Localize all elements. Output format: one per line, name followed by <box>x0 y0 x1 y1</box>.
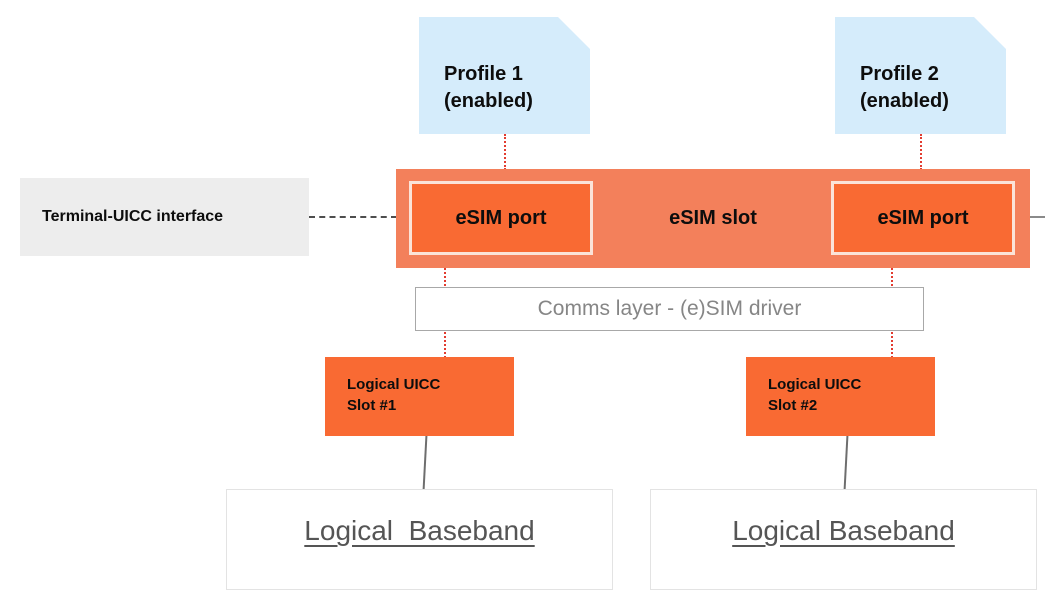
esim-port-1: eSIM port <box>409 181 593 255</box>
logical-baseband-2-label: Logical Baseband <box>732 515 955 546</box>
logical-baseband-1-label: Logical Baseband <box>304 515 535 546</box>
logical-uicc-slot-2-line1: Logical UICC <box>768 376 862 393</box>
link-logical-slot2-to-baseband2 <box>843 436 849 490</box>
logical-baseband-1-box: Logical Baseband <box>226 489 613 590</box>
link-logical-slot1-to-baseband1 <box>422 436 428 490</box>
profile-1-state: (enabled) <box>444 90 533 112</box>
logical-baseband-2-box: Logical Baseband <box>650 489 1037 590</box>
comms-layer-box: Comms layer - (e)SIM driver <box>415 287 924 331</box>
link-profile1-to-port1 <box>504 134 506 170</box>
logical-uicc-slot-1-line2: Slot #1 <box>347 397 397 414</box>
terminal-uicc-interface-label: Terminal-UICC interface <box>42 208 224 225</box>
logical-uicc-slot-2-line2: Slot #2 <box>768 397 818 414</box>
profile-2-state: (enabled) <box>860 90 949 112</box>
logical-uicc-slot-1-line1: Logical UICC <box>347 376 441 393</box>
logical-uicc-slot-2: Logical UICC Slot #2 <box>746 357 935 436</box>
logical-uicc-slot-1: Logical UICC Slot #1 <box>325 357 514 436</box>
profile-1-name: Profile 1 <box>444 63 523 85</box>
link-profile2-to-port2 <box>920 134 922 170</box>
esim-port-2: eSIM port <box>831 181 1015 255</box>
profile-2-name: Profile 2 <box>860 63 939 85</box>
profile-2-note: Profile 2 (enabled) <box>835 17 1006 134</box>
terminal-uicc-interface-box: Terminal-UICC interface <box>20 178 309 256</box>
link-terminal-to-slot <box>309 216 397 218</box>
slot-right-connector-stub <box>1030 216 1045 218</box>
esim-slot-band: eSIM slot eSIM port eSIM port <box>396 169 1030 268</box>
profile-1-note: Profile 1 (enabled) <box>419 17 590 134</box>
